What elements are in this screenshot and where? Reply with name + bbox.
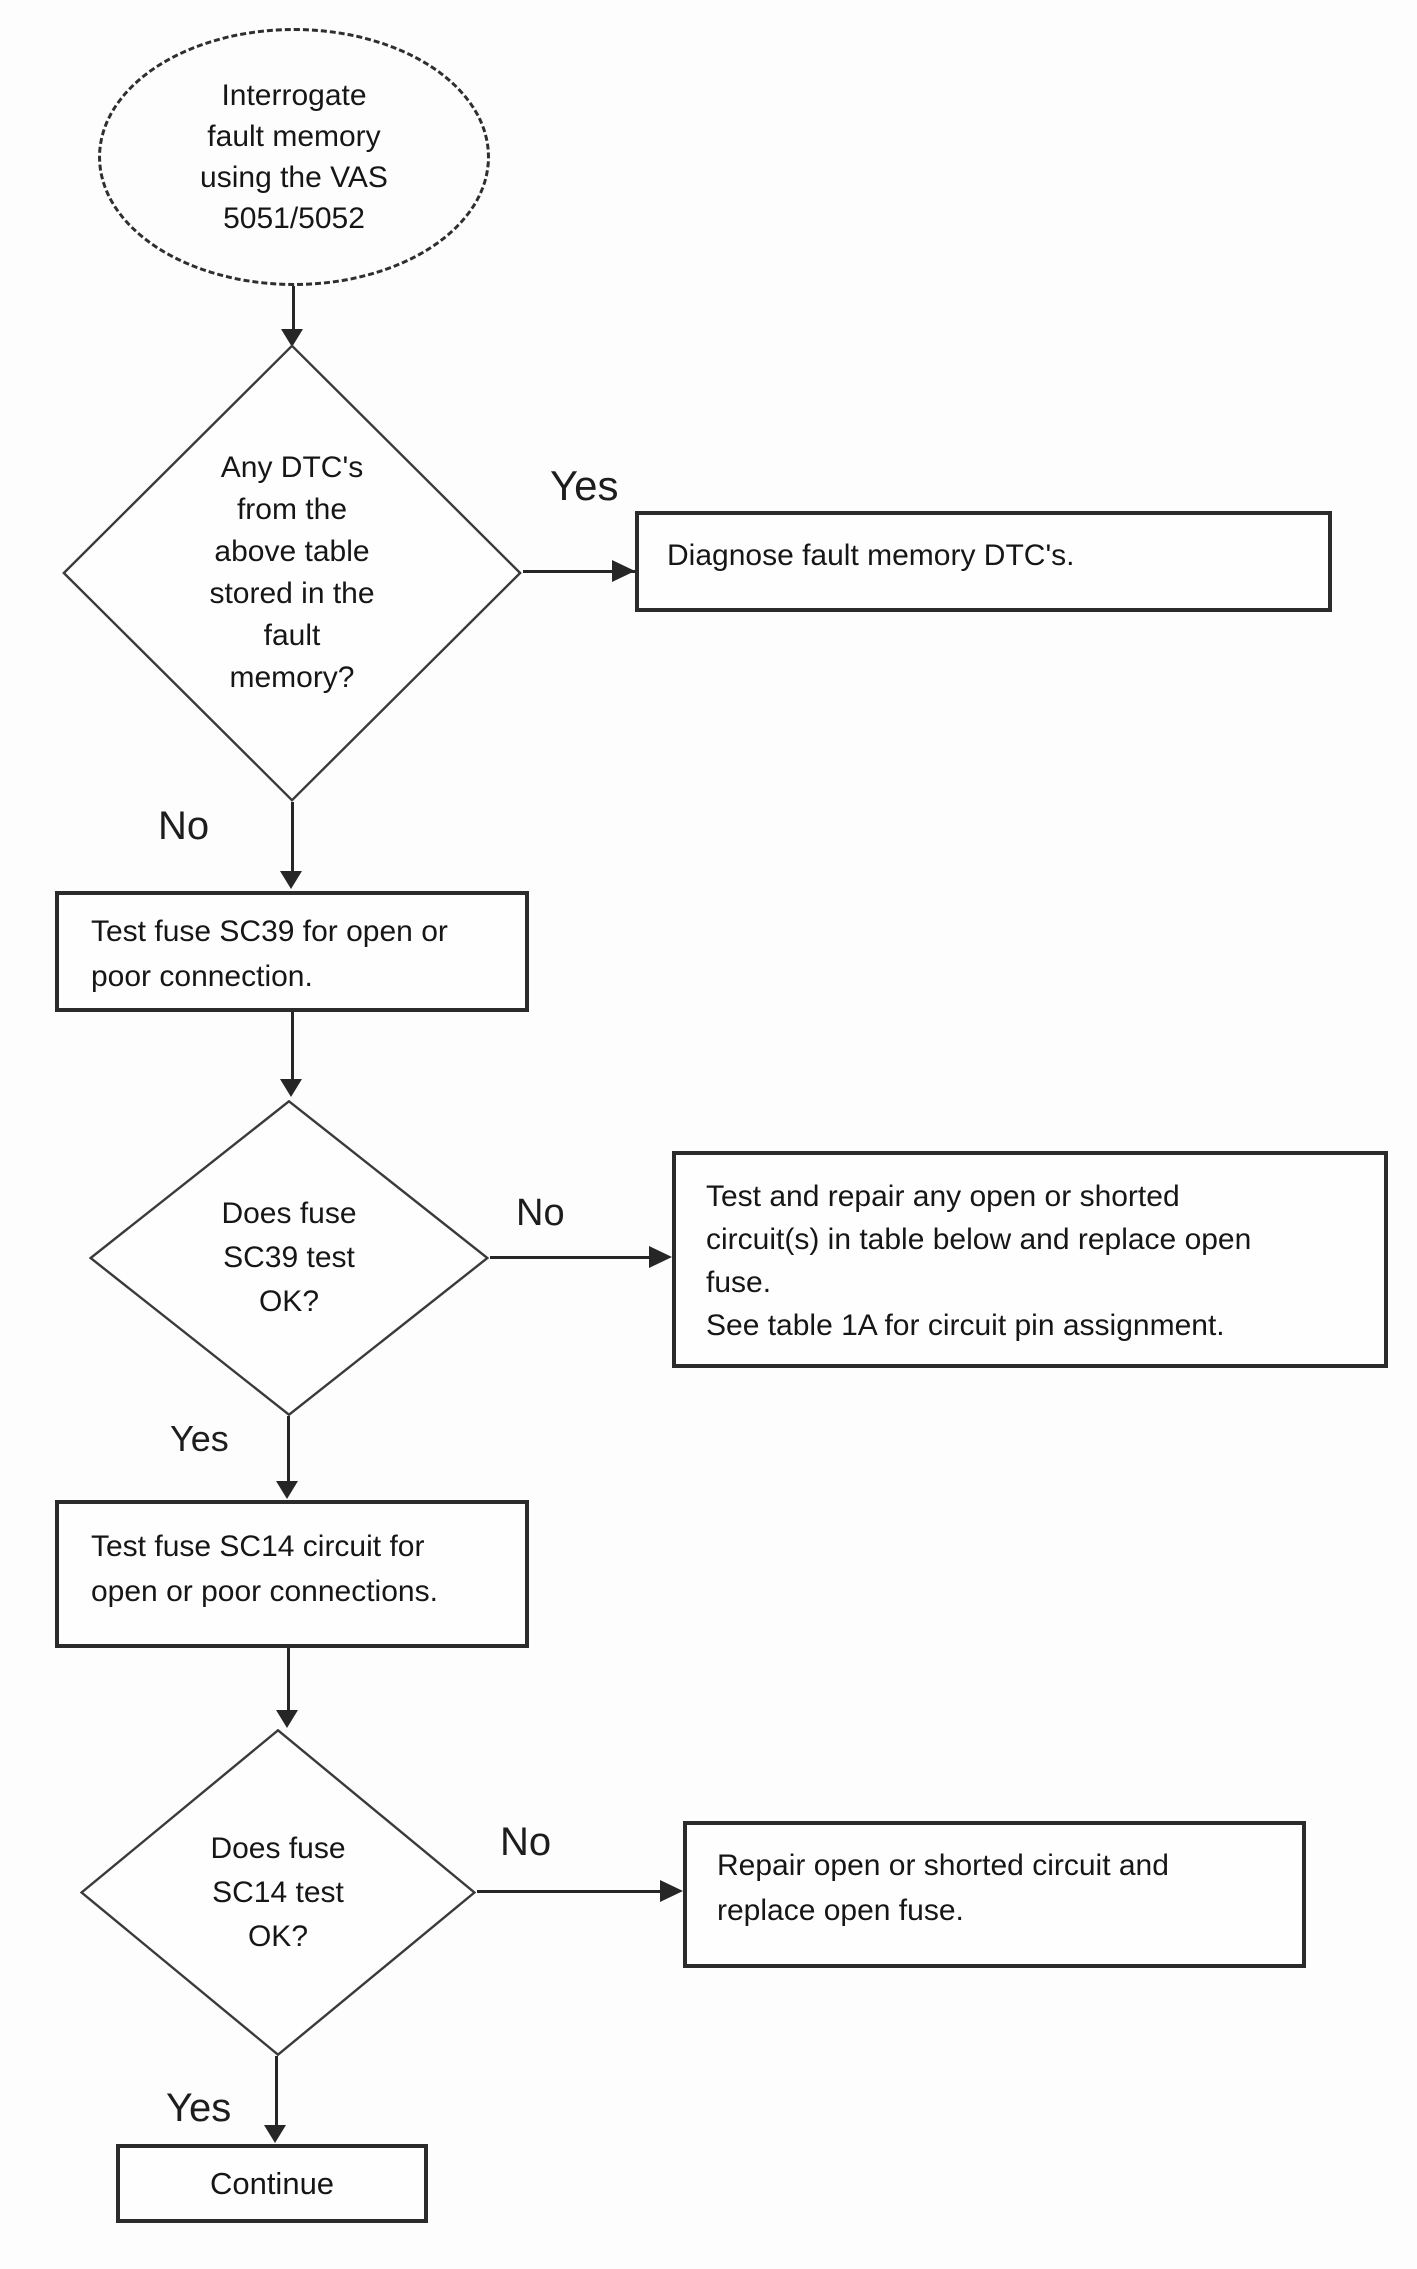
arrow-sc39-no-head [649, 1246, 672, 1268]
node-continue: Continue [116, 2144, 428, 2223]
diamond-shape [62, 344, 522, 802]
arrow-test-sc14-to-decision-line [287, 1648, 290, 1711]
arrow-dtc-no-line [291, 802, 294, 872]
node-start-label: Interrogate fault memory using the VAS 5… [200, 79, 388, 235]
arrow-dtc-no-head [280, 871, 302, 889]
node-decision-sc39-label: Does fuse SC39 test OK? [221, 1197, 357, 1318]
diamond-shape [80, 1729, 476, 2056]
arrow-start-to-decision-dtc-line [292, 286, 295, 330]
node-continue-label: Continue [209, 2165, 335, 2201]
edge-label-dtc-yes: Yes [550, 462, 619, 509]
node-repair-sc14: Repair open or shorted circuit and repla… [683, 1821, 1306, 1968]
arrow-test-sc39-to-decision-line [291, 1012, 294, 1080]
node-decision-dtc: Any DTC's from the above table stored in… [62, 344, 522, 802]
edge-label-dtc-no: No [158, 804, 210, 848]
arrow-start-to-decision-dtc-head [281, 329, 303, 347]
node-diagnose-dtc: Diagnose fault memory DTC's. [635, 511, 1332, 612]
node-test-sc39: Test fuse SC39 for open or poor connecti… [55, 891, 529, 1012]
arrow-sc14-no-line [477, 1890, 661, 1893]
node-start: Interrogate fault memory using the VAS 5… [98, 28, 490, 286]
node-test-sc14: Test fuse SC14 circuit for open or poor … [55, 1500, 529, 1648]
arrow-sc14-yes-line [275, 2056, 278, 2126]
node-decision-sc39: Does fuse SC39 test OK? [89, 1100, 489, 1416]
arrow-sc39-yes-head [276, 1481, 298, 1499]
arrow-sc39-yes-line [287, 1416, 290, 1482]
diamond-shape [89, 1100, 489, 1416]
node-decision-sc14-label: Does fuse SC14 test OK? [210, 1831, 346, 1953]
edge-label-sc39-no: No [516, 1192, 565, 1234]
arrow-test-sc39-to-decision-head [280, 1079, 302, 1097]
edge-label-sc14-yes: Yes [166, 2086, 232, 2130]
node-repair-circuits: Test and repair any open or shorted circ… [672, 1151, 1388, 1368]
node-decision-sc14: Does fuse SC14 test OK? [80, 1729, 476, 2056]
arrow-sc14-yes-head [264, 2125, 286, 2143]
arrow-sc39-no-line [490, 1256, 651, 1259]
edge-label-sc39-yes: Yes [170, 1418, 229, 1459]
arrow-test-sc14-to-decision-head [276, 1710, 298, 1728]
edge-label-sc14-no: No [500, 1820, 552, 1864]
arrow-dtc-yes-line [523, 570, 651, 573]
node-decision-dtc-label: Any DTC's from the above table stored in… [209, 451, 375, 694]
arrow-sc14-no-head [660, 1880, 683, 1902]
arrow-dtc-yes-head [612, 560, 635, 582]
